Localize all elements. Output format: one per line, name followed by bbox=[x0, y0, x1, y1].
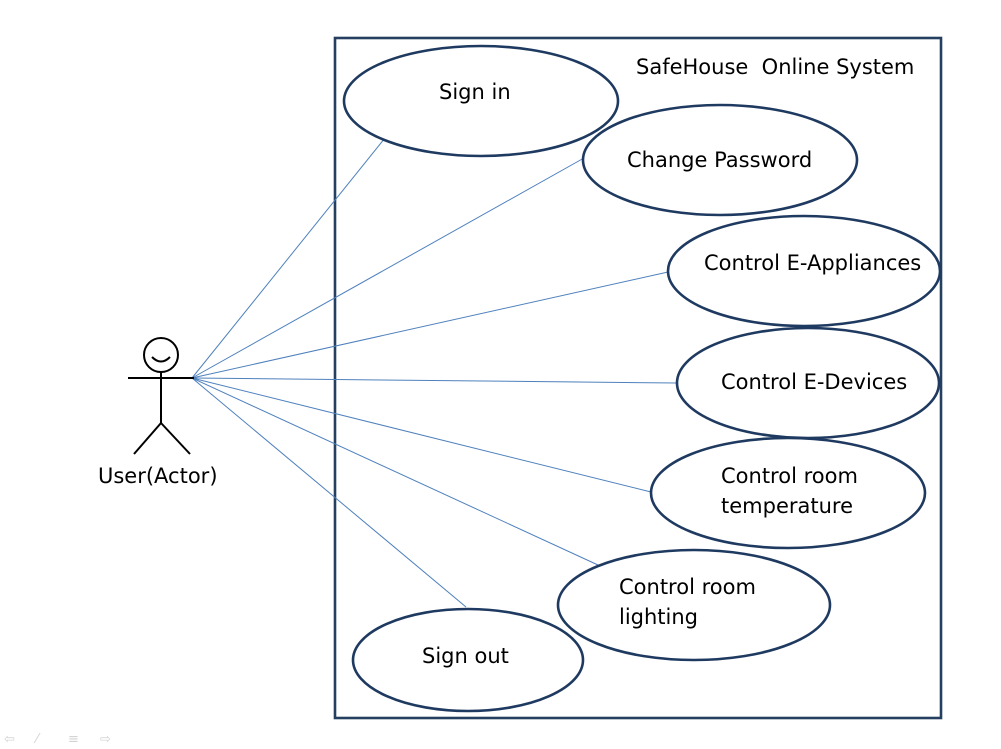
use-case-control-e-devices[interactable]: Control E-Devices bbox=[675, 326, 941, 440]
use-case-label-line-1: Control room bbox=[619, 575, 756, 599]
use-case-label: Control E-Devices bbox=[721, 370, 907, 394]
use-case-label: Control E-Appliances bbox=[704, 251, 921, 275]
association-line-control-room-lighting bbox=[191, 377, 599, 566]
use-case-label: Sign in bbox=[439, 80, 511, 104]
menu-icon[interactable]: ≡ bbox=[68, 732, 79, 747]
use-case-ellipse[interactable] bbox=[581, 103, 859, 217]
use-case-label-line-1: Control room bbox=[721, 464, 858, 488]
next-slide-icon[interactable]: ⇨ bbox=[100, 732, 111, 747]
use-case-sign-out[interactable]: Sign out bbox=[351, 607, 585, 713]
use-case-ellipse[interactable] bbox=[351, 607, 585, 713]
use-case-control-e-appliances[interactable]: Control E-Appliances bbox=[666, 214, 942, 328]
use-case-control-room-lighting[interactable]: Control room lighting bbox=[556, 548, 832, 662]
slide-navigation-bar: ⇦ ⁄ ≡ ⇨ bbox=[4, 733, 118, 747]
use-case-label: Change Password bbox=[627, 148, 812, 172]
use-case-label-line-2: lighting bbox=[619, 605, 698, 629]
previous-slide-icon[interactable]: ⇦ bbox=[4, 732, 15, 747]
actor-smile bbox=[151, 356, 171, 363]
actor-label: User(Actor) bbox=[98, 464, 218, 488]
use-case-ellipse[interactable] bbox=[649, 436, 927, 550]
use-case-change-password[interactable]: Change Password bbox=[581, 103, 859, 217]
actor-right-leg bbox=[160, 422, 191, 455]
actor-figure bbox=[128, 337, 194, 455]
association-line-control-room-temperature bbox=[191, 377, 652, 493]
use-case-ellipse[interactable] bbox=[556, 548, 832, 662]
associations bbox=[191, 137, 678, 608]
association-line-sign-in bbox=[191, 137, 386, 379]
system-title: SafeHouse Online System bbox=[636, 55, 914, 79]
use-case-label: Sign out bbox=[422, 644, 509, 668]
use-case-label-line-2: temperature bbox=[721, 494, 853, 518]
association-line-control-e-devices bbox=[191, 377, 678, 384]
association-line-sign-out bbox=[191, 377, 467, 608]
association-line-change-password bbox=[191, 157, 585, 379]
use-case-ellipse[interactable] bbox=[342, 44, 620, 158]
association-line-control-e-appliances bbox=[191, 271, 669, 379]
actor-left-leg bbox=[133, 422, 162, 455]
use-case-ellipse[interactable] bbox=[666, 214, 942, 328]
use-case-sign-in[interactable]: Sign in bbox=[342, 44, 620, 158]
actor-head bbox=[143, 337, 179, 373]
use-case-control-room-temperature[interactable]: Control room temperature bbox=[649, 436, 927, 550]
pen-icon[interactable]: ⁄ bbox=[36, 732, 39, 747]
